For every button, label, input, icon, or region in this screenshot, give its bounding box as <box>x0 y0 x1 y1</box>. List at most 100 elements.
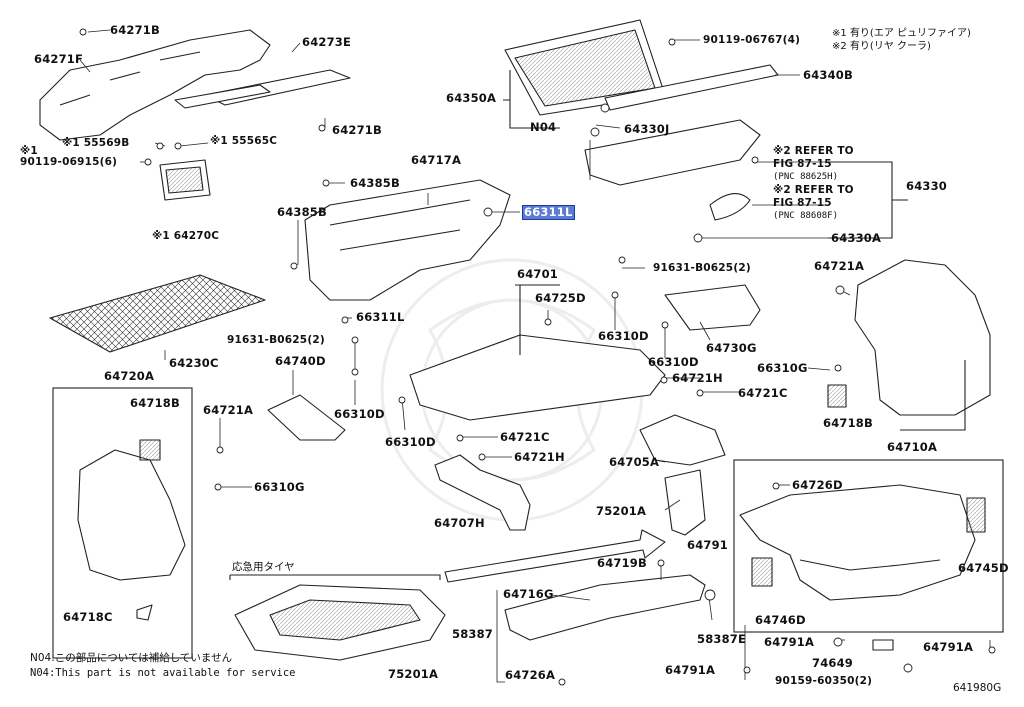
callout-64705a[interactable]: 64705A <box>609 455 660 469</box>
callout-90119-06915[interactable]: 90119-06915(6) <box>20 156 118 168</box>
callout-64740d[interactable]: 64740D <box>275 354 326 368</box>
callout-64718c[interactable]: 64718C <box>63 610 113 624</box>
box-64791 <box>733 459 1004 633</box>
part-64791-shape <box>739 484 976 601</box>
legend-line-2: ※2 有り(リヤ クーラ) <box>832 41 931 52</box>
callout-64721c-right[interactable]: 64721C <box>738 386 788 400</box>
callout-64716g[interactable]: 64716G <box>503 587 554 601</box>
callout-64726d[interactable]: 64726D <box>792 478 843 492</box>
callout-64725d[interactable]: 64725D <box>535 291 586 305</box>
refer-1-line-2[interactable]: FIG 87-15 <box>773 158 832 170</box>
callout-91631-b0625-right[interactable]: 91631-B0625(2) <box>653 262 751 274</box>
part-64745d-shape <box>966 497 986 533</box>
callout-64745d[interactable]: 64745D <box>958 561 1009 575</box>
callout-66311l-highlighted[interactable]: 66311L <box>522 205 575 220</box>
part-64707h-shape <box>434 454 531 531</box>
callout-58387[interactable]: 58387 <box>452 627 494 641</box>
part-64740d-shape <box>267 394 346 441</box>
part-64718b-l-shape <box>139 439 161 461</box>
callout-75201a[interactable]: 75201A <box>388 667 439 681</box>
callout-90119-06767[interactable]: 90119-06767(4) <box>703 34 801 46</box>
callout-64721c[interactable]: 64721C <box>500 430 550 444</box>
diagram-code: 641980G <box>953 682 1002 694</box>
refer-2-line-3: (PNC 88608F) <box>773 211 839 221</box>
footnote-jp: N04:この部品については補給していません <box>30 652 233 664</box>
callout-66311l[interactable]: 66311L <box>356 310 405 324</box>
callout-64791a-bottom[interactable]: 64791A <box>665 663 716 677</box>
callout-64340b[interactable]: 64340B <box>803 68 853 82</box>
callout-note-1: ※1 <box>20 145 38 157</box>
callout-64271b-top[interactable]: 64271B <box>110 23 160 37</box>
callout-64721a-left[interactable]: 64721A <box>203 403 254 417</box>
spare-tire-label: 応急用タイヤ <box>232 561 295 573</box>
callout-64350a[interactable]: 64350A <box>446 91 497 105</box>
callout-66310d-c[interactable]: 66310D <box>334 407 385 421</box>
refer-2-line-1: ※2 REFER TO <box>773 184 854 196</box>
callout-66310g-left[interactable]: 66310G <box>254 480 305 494</box>
callout-91631-b0625-left[interactable]: 91631-B0625(2) <box>227 334 325 346</box>
callout-64330a[interactable]: 64330A <box>831 231 882 245</box>
callout-64710a[interactable]: 64710A <box>887 440 938 454</box>
callout-66310d-b[interactable]: 66310D <box>648 355 699 369</box>
callout-55569b[interactable]: ※1 55569B <box>62 137 130 149</box>
callout-64230c[interactable]: 64230C <box>169 356 219 370</box>
spare-tire-line <box>229 574 441 580</box>
callout-66310d-a[interactable]: 66310D <box>598 329 649 343</box>
callout-64730g[interactable]: 64730G <box>706 341 757 355</box>
callout-64721h-right[interactable]: 64721H <box>672 371 723 385</box>
callout-64271b[interactable]: 64271B <box>332 123 382 137</box>
callout-64701[interactable]: 64701 <box>517 267 559 281</box>
callout-64330j[interactable]: 64330J <box>624 122 670 136</box>
callout-55565c[interactable]: ※1 55565C <box>210 135 278 147</box>
bracket-n04 <box>503 70 560 129</box>
callout-64273e[interactable]: 64273E <box>302 35 352 49</box>
callout-64726a[interactable]: 64726A <box>505 668 556 682</box>
callout-64719b[interactable]: 64719B <box>597 556 647 570</box>
part-64710a-shape <box>854 259 991 416</box>
box-64720a <box>52 387 193 659</box>
part-64718b-r-shape <box>827 384 847 408</box>
callout-75201a-upper[interactable]: 75201A <box>596 504 647 518</box>
part-64701-shape <box>409 334 666 421</box>
part-58387-shape <box>504 574 706 641</box>
legend-line-1: ※1 有り(エア ピュリファイア) <box>832 28 971 39</box>
callout-64718b-right[interactable]: 64718B <box>823 416 873 430</box>
callout-64720a[interactable]: 64720A <box>104 369 155 383</box>
part-64330-shape <box>584 119 761 186</box>
callout-64791a-right[interactable]: 64791A <box>923 640 974 654</box>
callout-64330[interactable]: 64330 <box>906 179 948 193</box>
part-75201a-u-shape <box>664 469 706 536</box>
bracket-64330 <box>828 161 908 239</box>
callout-90159-60350[interactable]: 90159-60350(2) <box>775 675 873 687</box>
callout-66310g-right[interactable]: 66310G <box>757 361 808 375</box>
callout-64721h[interactable]: 64721H <box>514 450 565 464</box>
callout-64791a-left[interactable]: 64791A <box>764 635 815 649</box>
part-64730g-shape <box>664 284 761 331</box>
callout-64271f[interactable]: 64271F <box>34 52 84 66</box>
refer-2-line-2[interactable]: FIG 87-15 <box>773 197 832 209</box>
callout-64721a-right[interactable]: 64721A <box>814 259 865 273</box>
callout-64385b-a[interactable]: 64385B <box>350 176 400 190</box>
callout-64270c[interactable]: ※1 64270C <box>152 230 220 242</box>
part-64717a-shape <box>304 179 511 301</box>
callout-n04[interactable]: N04 <box>530 120 557 134</box>
callout-66310d-d[interactable]: 66310D <box>385 435 436 449</box>
part-strip-2 <box>174 84 271 109</box>
bracket-64701 <box>515 284 560 355</box>
callout-64707h[interactable]: 64707H <box>434 516 485 530</box>
footnote-en: N04:This part is not available for servi… <box>30 667 296 679</box>
callout-64717a[interactable]: 64717A <box>411 153 462 167</box>
part-64720a-shape <box>77 449 186 581</box>
callout-64385b-b[interactable]: 64385B <box>277 205 327 219</box>
part-64330-bracket <box>709 193 751 221</box>
part-64230c-shape <box>49 274 266 353</box>
callout-64746d[interactable]: 64746D <box>755 613 806 627</box>
direction-arrow <box>444 529 666 583</box>
callout-58387e[interactable]: 58387E <box>697 632 747 646</box>
callout-74649[interactable]: 74649 <box>812 656 854 670</box>
callout-64791[interactable]: 64791 <box>687 538 729 552</box>
part-64718c-shape <box>136 604 153 621</box>
callout-64718b-left[interactable]: 64718B <box>130 396 180 410</box>
